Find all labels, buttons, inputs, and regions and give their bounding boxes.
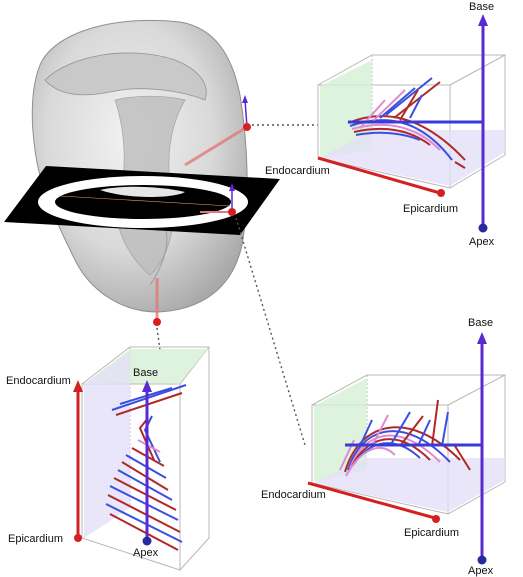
heart-septum: [149, 229, 168, 286]
panel-top-right-base-label: Base: [469, 1, 494, 13]
panel-top-right-endocardium-label: Endocardium: [265, 165, 330, 177]
panel-bottom-right-apex-marker: [477, 555, 487, 565]
panel-bottom-right-fibers: [339, 399, 471, 477]
sample-point-mid-marker: [228, 208, 236, 216]
panel-top-right: Base Apex Endocardium Epicardium: [265, 1, 506, 248]
heart-top-rim: [44, 52, 207, 101]
panel-top-right-lavender-plane: [320, 130, 505, 186]
heart-model: [31, 19, 248, 313]
panel-top-right-base-arrow: [478, 14, 488, 26]
panel-bottom-right: Base Apex Endocardium Epicardium: [261, 317, 506, 577]
panel-bottom-left-endocardium-label: Endocardium: [6, 375, 71, 387]
panel-bottom-left-epicardium-label: Epicardium: [8, 533, 63, 545]
panel-top-right-endo-epi-axis: [317, 156, 441, 195]
connector-mid: [235, 217, 306, 446]
panel-top-right-epi-marker: [437, 189, 445, 197]
panel-top-right-epicardium-label: Epicardium: [403, 203, 458, 215]
panel-bottom-left-lavender-plane: [84, 352, 130, 538]
panel-bottom-right-epi-marker: [432, 515, 440, 523]
panel-bottom-right-apex-label: Apex: [468, 565, 494, 577]
sample-point-mid: [200, 183, 236, 216]
panel-bottom-left-epi-marker: [74, 534, 82, 542]
panel-top-right-apex-label: Apex: [469, 236, 495, 248]
sample-point-bottom: [153, 278, 161, 326]
slice-cavity: [55, 185, 231, 219]
sample-point-bottom-marker: [153, 318, 161, 326]
panel-bottom-right-base-label: Base: [468, 317, 493, 329]
panel-bottom-right-base-arrow: [477, 332, 487, 344]
sample-point-top: [184, 95, 251, 167]
connector-bottom: [156, 327, 161, 351]
short-axis-slice: [4, 166, 280, 235]
panel-bottom-right-lavender-plane: [314, 458, 505, 512]
panel-bottom-left: Base Apex Endocardium Epicardium: [6, 346, 210, 571]
panel-bottom-left-endo-arrow: [73, 380, 83, 392]
panel-bottom-left-fibers: [105, 384, 187, 551]
panel-bottom-left-base-label: Base: [133, 367, 158, 379]
sample-point-top-marker: [243, 123, 251, 131]
panel-bottom-left-base-arrow: [142, 380, 152, 392]
panel-bottom-right-endo-epi-axis: [307, 481, 436, 520]
panel-bottom-right-endocardium-label: Endocardium: [261, 489, 326, 501]
slice-upper-wall: [100, 186, 185, 197]
panel-bottom-left-apex-label: Apex: [133, 547, 159, 559]
panel-bottom-left-apex-marker: [142, 536, 152, 546]
panel-top-right-apex-marker: [478, 223, 488, 233]
panel-bottom-right-epicardium-label: Epicardium: [404, 527, 459, 539]
